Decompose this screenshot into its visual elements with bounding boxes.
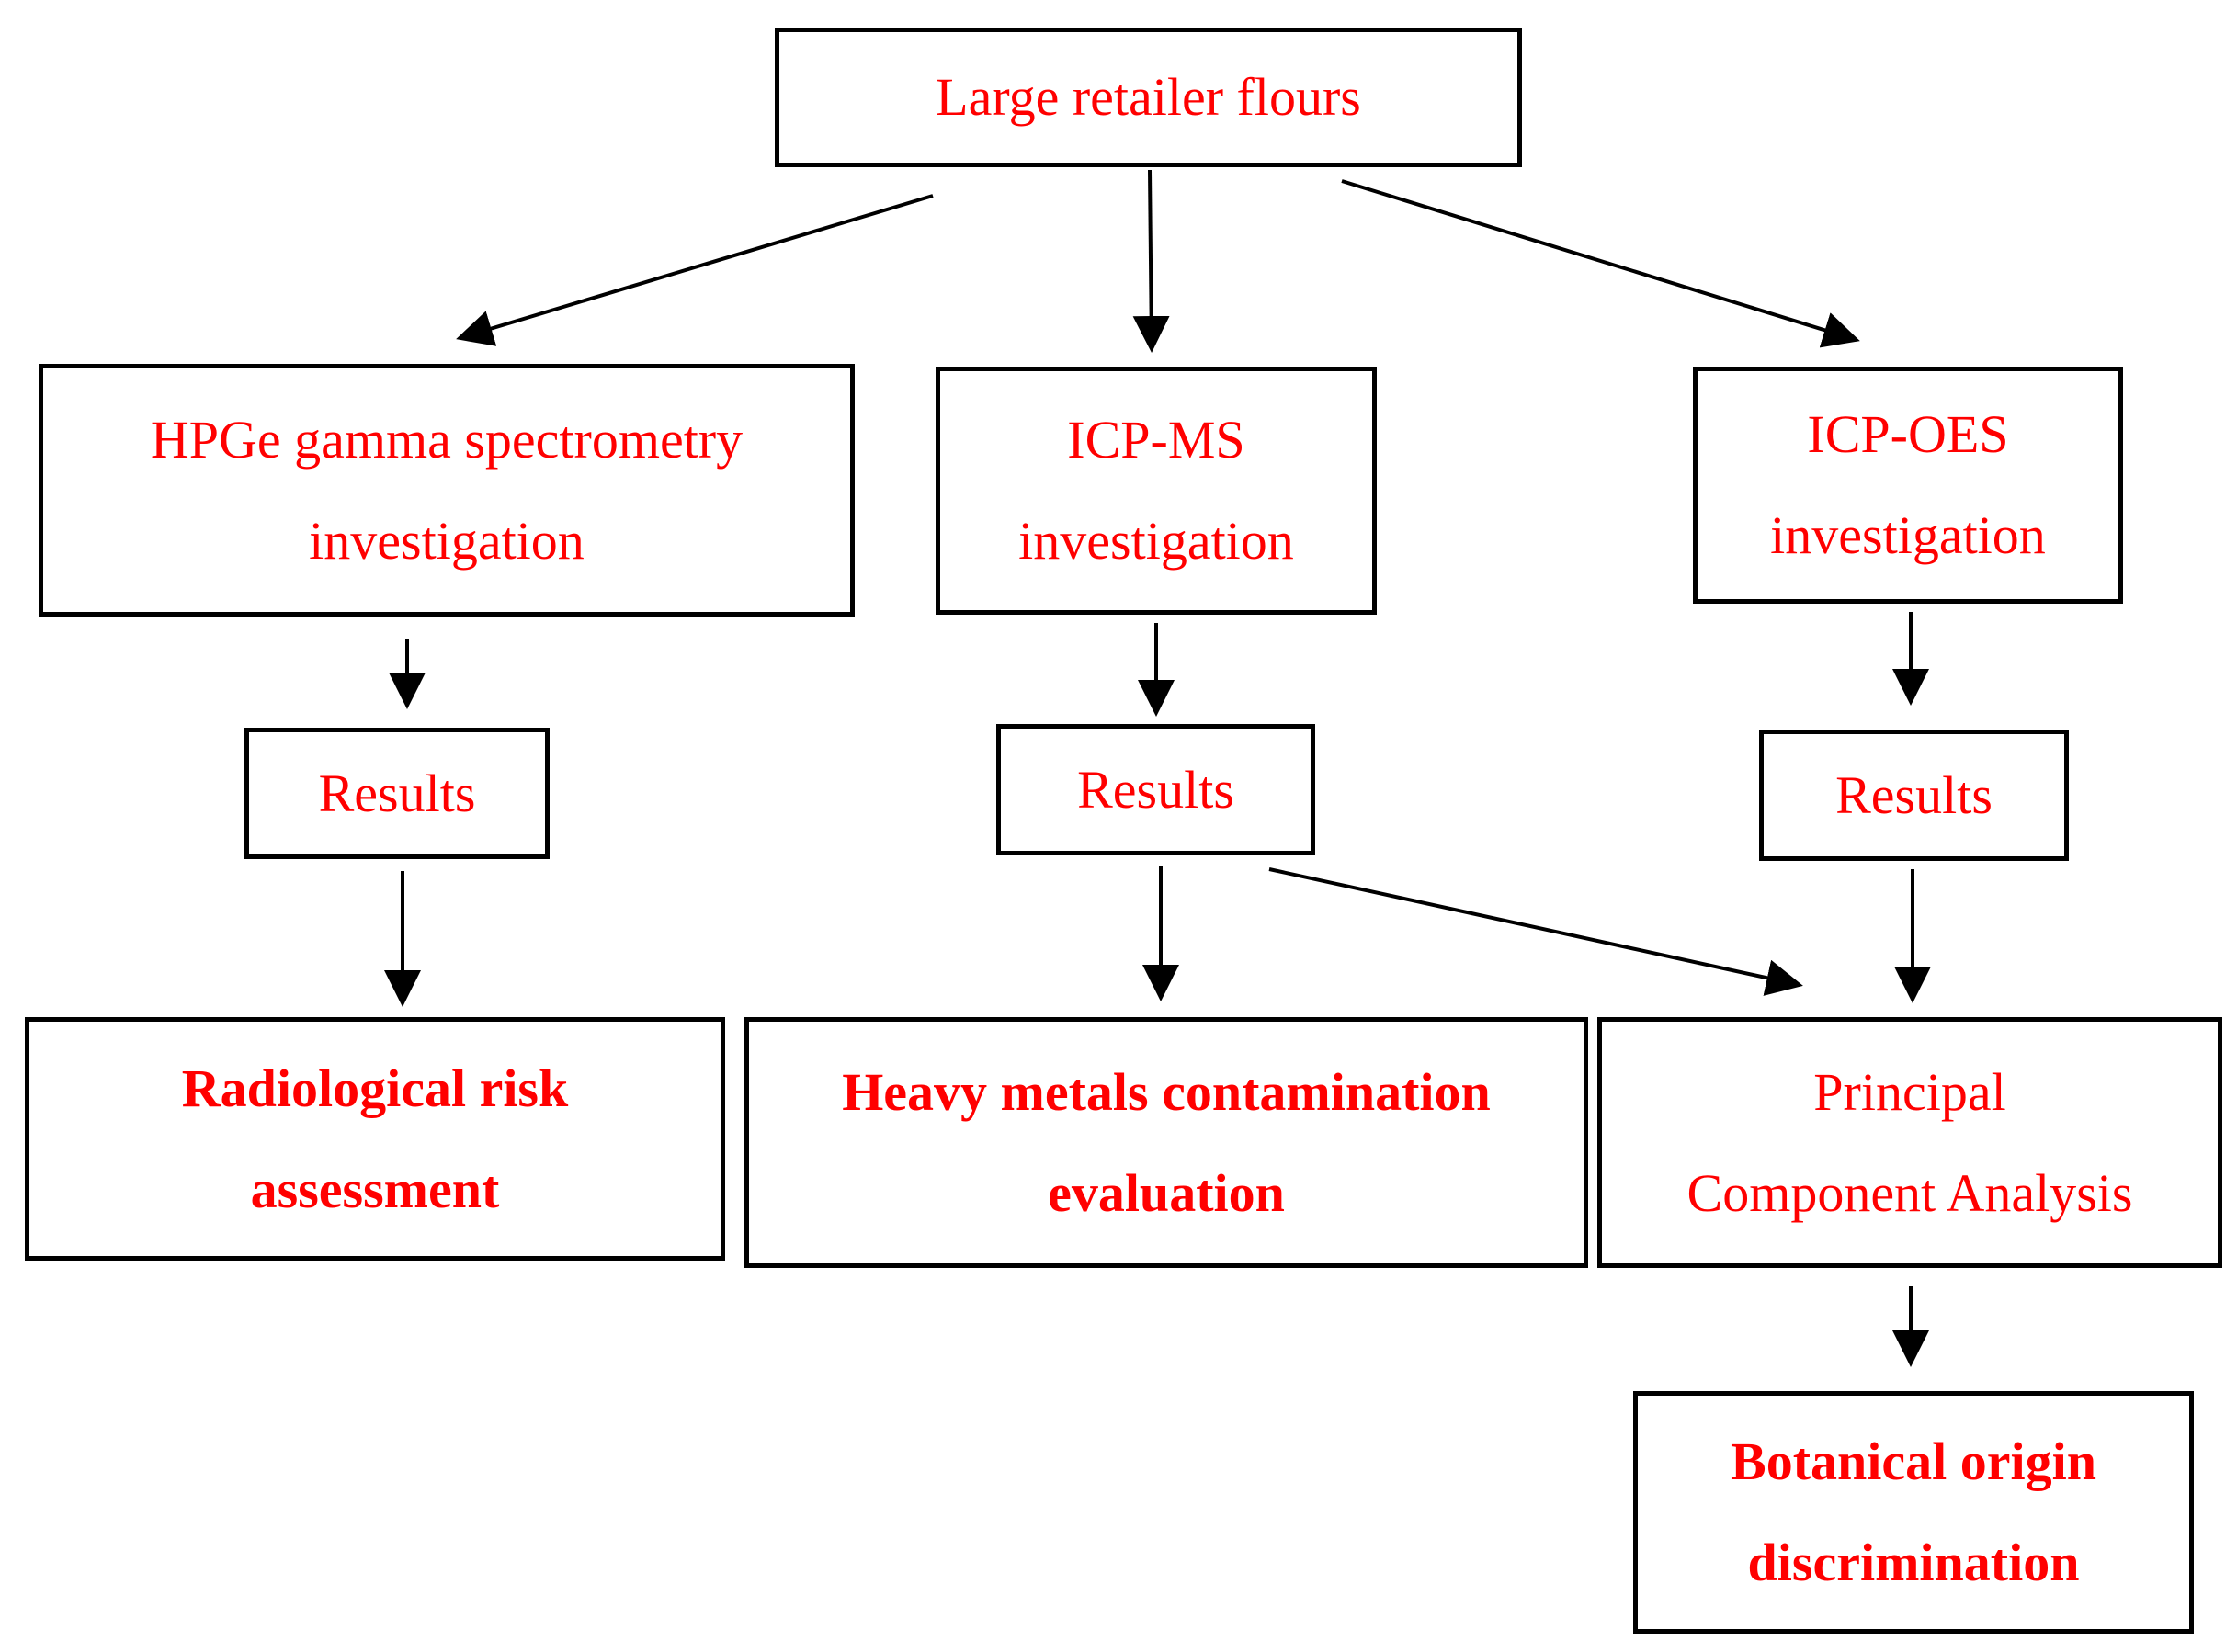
- label-results-icpms: Results: [1077, 759, 1234, 820]
- box-principal-component-analysis: Principal Component Analysis: [1597, 1017, 2222, 1268]
- box-icpoes-investigation: ICP-OES investigation: [1693, 367, 2123, 604]
- arrow-source-to-icpoes: [1341, 179, 1860, 348]
- label-icpms-investigation: ICP-MS investigation: [1018, 410, 1294, 571]
- label-botanical-origin-discrimination: Botanical origin discrimination: [1731, 1431, 2096, 1592]
- label-principal-component-analysis: Principal Component Analysis: [1686, 1061, 2133, 1223]
- label-large-retailer-flours: Large retailer flours: [936, 67, 1361, 127]
- box-large-retailer-flours: Large retailer flours: [775, 28, 1522, 167]
- label-results-hpge: Results: [318, 763, 476, 823]
- label-heavy-metals-evaluation: Heavy metals contamination evaluation: [842, 1061, 1491, 1223]
- label-hpge-investigation: HPGe gamma spectrometry investigation: [150, 409, 744, 571]
- box-heavy-metals-evaluation: Heavy metals contamination evaluation: [744, 1017, 1588, 1268]
- box-results-icpms: Results: [996, 724, 1315, 855]
- box-radiological-risk-assessment: Radiological risk assessment: [25, 1017, 725, 1261]
- label-results-icpoes: Results: [1835, 764, 1993, 825]
- box-hpge-investigation: HPGe gamma spectrometry investigation: [39, 364, 855, 617]
- label-radiological-risk-assessment: Radiological risk assessment: [181, 1058, 569, 1219]
- label-icpoes-investigation: ICP-OES investigation: [1770, 404, 2046, 565]
- arrow-source-to-hpge: [456, 194, 934, 346]
- arrow-source-to-icpms: [1132, 169, 1170, 353]
- arrow-results-icpms-to-pca: [1268, 867, 1803, 996]
- box-results-hpge: Results: [244, 728, 550, 859]
- box-icpms-investigation: ICP-MS investigation: [936, 367, 1377, 615]
- box-results-icpoes: Results: [1759, 730, 2069, 861]
- box-botanical-origin-discrimination: Botanical origin discrimination: [1633, 1391, 2194, 1634]
